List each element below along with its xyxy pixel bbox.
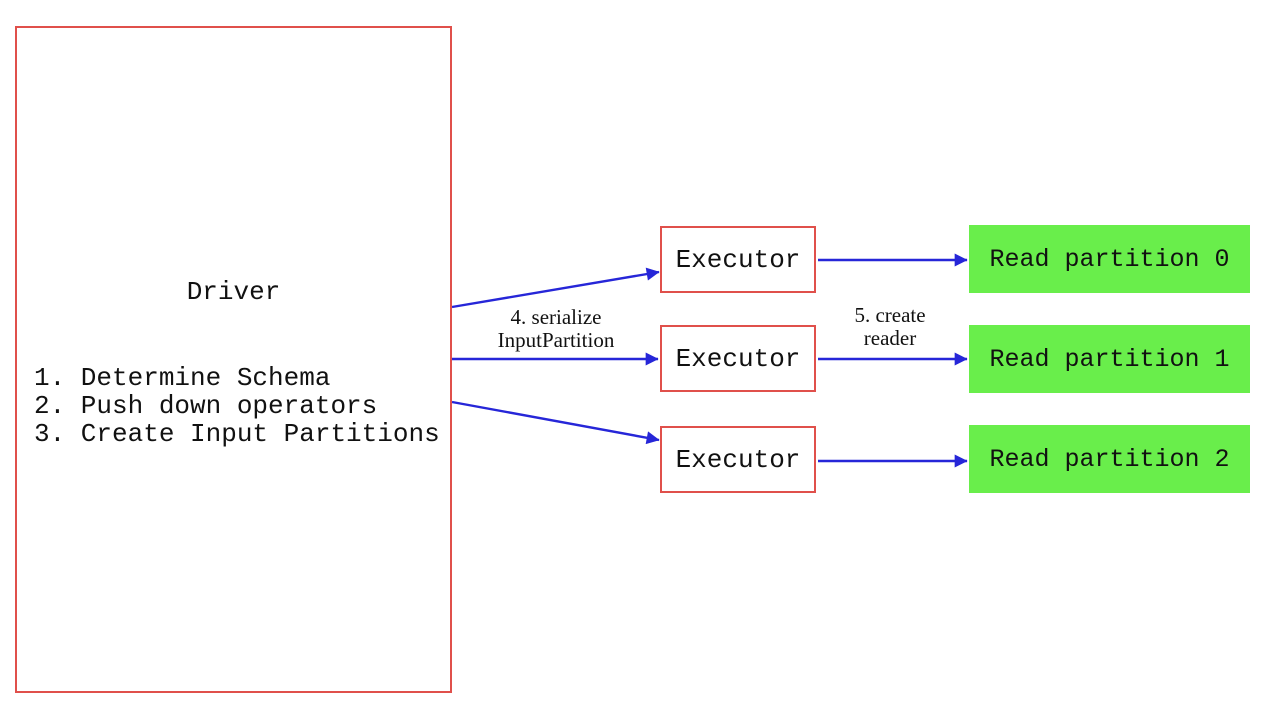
read-partition-box-2: Read partition 2 (969, 425, 1250, 493)
driver-box: Driver 1. Determine Schema 2. Push down … (15, 26, 452, 693)
arrow-driver-to-executor-1 (451, 267, 660, 309)
create-reader-label: 5. create reader (854, 303, 926, 350)
executor-box-1: Executor (660, 226, 816, 293)
driver-step-2: 2. Push down operators (34, 391, 378, 421)
executor-box-3: Executor (660, 426, 816, 493)
driver-title: Driver (186, 277, 281, 307)
driver-step-1: 1. Determine Schema (34, 363, 331, 393)
serialize-inputpartition-label: 4. serialize InputPartition (497, 305, 615, 352)
driver-steps-list: 1. Determine Schema 2. Push down operato… (34, 364, 440, 448)
executor-box-2: Executor (660, 325, 816, 392)
read-partition-box-1: Read partition 1 (969, 325, 1250, 393)
driver-step-3: 3. Create Input Partitions (34, 419, 440, 449)
arrow-driver-to-executor-3 (451, 400, 660, 445)
read-partition-box-0: Read partition 0 (969, 225, 1250, 293)
